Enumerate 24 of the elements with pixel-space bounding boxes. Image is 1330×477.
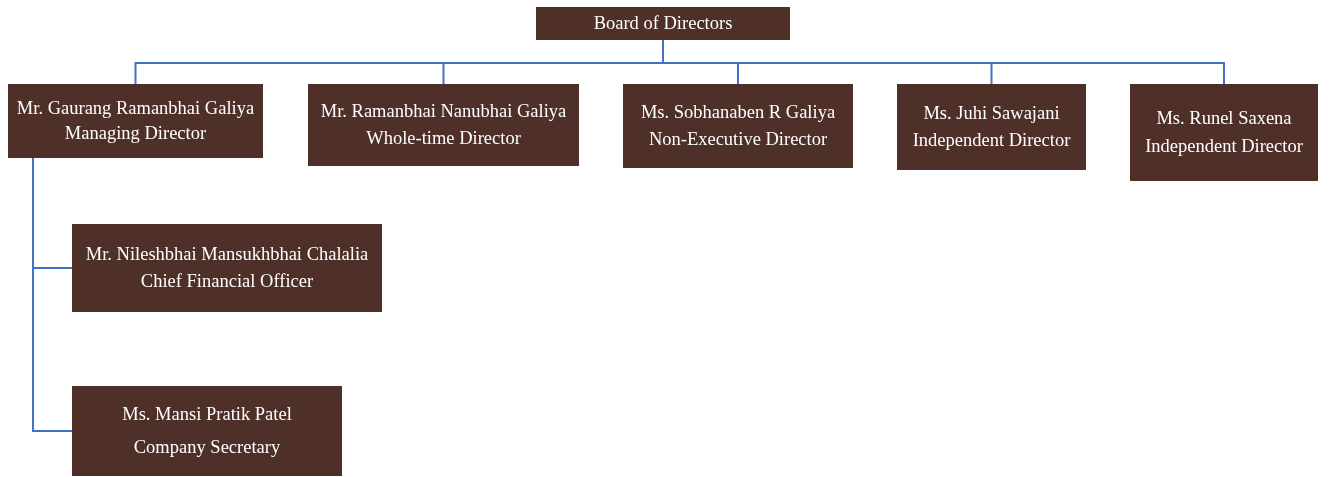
org-box xyxy=(72,224,382,312)
person-name: Ms. Runel Saxena xyxy=(1156,107,1292,131)
person-name: Mr. Ramanbhai Nanubhai Galiya xyxy=(320,99,567,123)
org-box xyxy=(72,386,342,476)
person-name: Mr. Gaurang Ramanbhai Galiya xyxy=(16,96,255,120)
person-name: Ms. Sobhanaben R Galiya xyxy=(640,100,836,124)
role-title: Company Secretary xyxy=(133,436,281,459)
org-box xyxy=(536,7,790,40)
org-box xyxy=(1130,84,1318,181)
person-name: Board of Directors xyxy=(593,11,733,35)
role-title: Independent Director xyxy=(912,129,1071,152)
org-box xyxy=(897,84,1086,170)
role-title: Non-Executive Director xyxy=(648,128,828,151)
person-name: Ms. Mansi Pratik Patel xyxy=(122,402,292,426)
connector-line xyxy=(32,157,73,432)
org-box xyxy=(8,84,263,158)
role-title: Whole-time Director xyxy=(366,127,521,150)
org-box xyxy=(623,84,853,168)
role-title: Managing Director xyxy=(64,122,207,145)
role-title: Independent Director xyxy=(1145,134,1303,158)
role-title: Chief Financial Officer xyxy=(140,270,314,293)
org-box xyxy=(308,84,579,166)
person-name: Ms. Juhi Sawajani xyxy=(923,101,1060,125)
person-name: Mr. Nileshbhai Mansukhbhai Chalalia xyxy=(85,242,369,266)
